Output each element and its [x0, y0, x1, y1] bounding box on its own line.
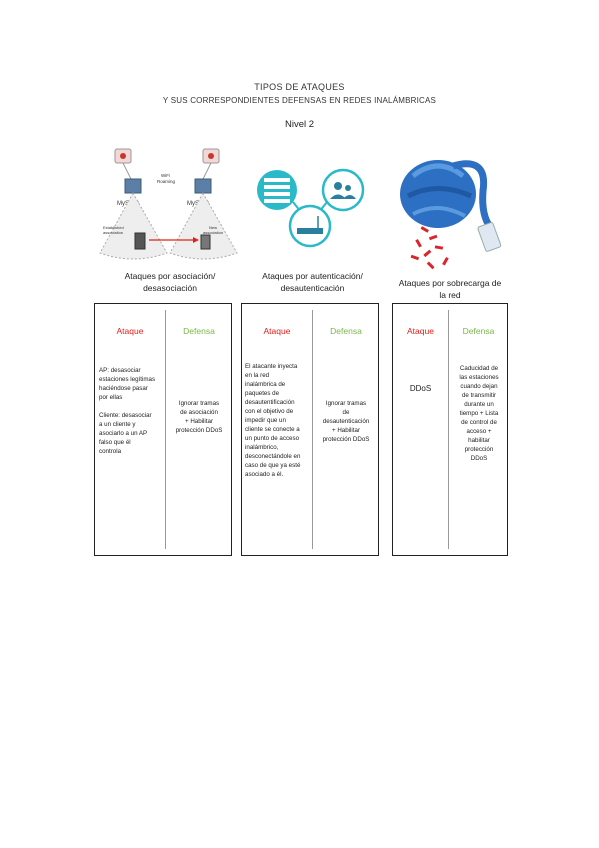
caption-authentication-line2: desautenticación [280, 283, 345, 293]
attack-line: haciéndose pasar [99, 385, 148, 392]
roaming-label-2: Roaming [157, 179, 176, 184]
caption-overload-line2: la red [439, 290, 461, 300]
ethernet-cable-icon [400, 160, 502, 252]
defense-line: de asociación [180, 409, 218, 416]
defense-text: Caducidad de las estaciones cuando dejan… [450, 364, 508, 463]
defense-text: Ignorar tramas de asociación + Habilitar… [167, 399, 231, 435]
attack-spacer [99, 402, 163, 411]
ddos-illustration [400, 160, 502, 270]
defense-line: DDoS [470, 455, 488, 462]
defense-line: protección DDoS [175, 427, 223, 434]
defense-line: acceso + [466, 428, 492, 435]
attack-text: AP: desasociar estaciones legítimas haci… [99, 366, 163, 456]
attack-line: Cliente: desasociar [99, 412, 152, 419]
page-subtitle: Y SUS CORRESPONDIENTES DEFENSAS EN REDES… [162, 96, 437, 105]
card-authentication: Ataque Defensa El atacante inyecta en la… [241, 303, 379, 556]
caption-overload-line1: Ataques por sobrecarga de [398, 278, 502, 288]
new-label-1: New [209, 225, 217, 230]
laptop-icon [200, 234, 211, 250]
defense-line: + Habilitar [331, 427, 361, 434]
attack-line: a un cliente y [99, 421, 136, 428]
attack-line: con el objetivo de [245, 408, 294, 415]
attack-text: DDoS [393, 384, 448, 393]
defense-line: cuando dejan [460, 383, 498, 390]
attack-header: Ataque [263, 326, 291, 336]
defense-line: de transmitir [461, 392, 497, 399]
attack-line: paquetes de [245, 390, 280, 397]
defense-text: Ignorar tramas de desautenticación + Hab… [314, 399, 378, 444]
laptop-icon [134, 232, 146, 250]
defense-line: Caducidad de [459, 365, 499, 372]
router-icon [114, 148, 132, 164]
page-title: TIPOS DE ATAQUES [254, 82, 345, 92]
attack-line: asociado a él. [245, 471, 284, 478]
caption-association-line2: desasociación [143, 283, 197, 293]
attack-header: Ataque [116, 326, 144, 336]
established-label-1: Established [103, 225, 124, 230]
users-icon [321, 168, 365, 212]
attack-header: Ataque [407, 326, 434, 336]
caption-association-line1: Ataques por asociación/ [124, 271, 216, 281]
established-label-2: association [103, 230, 123, 235]
defense-line: Ignorar tramas [325, 400, 367, 407]
defense-line: protección DDoS [322, 436, 370, 443]
attack-line: impedir que un [245, 417, 286, 424]
defense-line: Ignorar tramas [178, 400, 220, 407]
attack-line: DDoS [409, 384, 432, 393]
defense-line: habilitar [468, 437, 490, 444]
new-label-2: association [203, 230, 223, 235]
attack-line: desautentificación [245, 399, 295, 406]
attack-line: por ellas [99, 394, 123, 401]
defense-line: de control de [461, 419, 497, 426]
attack-line: en la red [245, 372, 270, 379]
attack-line: estaciones legítimas [99, 376, 156, 383]
defense-line: protección [464, 446, 494, 453]
defense-line: tiempo + Lista [459, 410, 499, 417]
defense-line: durante un [464, 401, 494, 408]
defense-header: Defensa [330, 326, 362, 336]
defense-line: desautenticación [322, 418, 370, 425]
packet-icon [410, 226, 449, 270]
defense-header: Defensa [462, 326, 495, 336]
defense-line: + Habilitar [184, 418, 214, 425]
caption-association: Ataques por asociación/ desasociación [95, 270, 245, 294]
wifi-router-icon [288, 204, 332, 248]
wifi-roaming-diagram: MySSID MySSID WiFi Roaming Established a… [99, 148, 238, 260]
card-overload: Ataque Defensa DDoS Caducidad de las est… [392, 303, 508, 556]
router-icon [202, 148, 220, 164]
attack-line: caso de que ya esté [245, 462, 301, 469]
defense-header: Defensa [183, 326, 215, 336]
level-label: Nivel 2 [284, 119, 315, 130]
caption-authentication: Ataques por autenticación/ desautenticac… [245, 270, 380, 294]
attack-line: inalámbrica de [245, 381, 286, 388]
access-point-icon [124, 178, 142, 194]
defense-line: las estaciones [459, 374, 499, 381]
caption-overload: Ataques por sobrecarga de la red [390, 277, 510, 301]
attack-line: controla [99, 448, 122, 455]
defense-line: de [342, 409, 350, 416]
caption-authentication-line1: Ataques por autenticación/ [262, 271, 363, 281]
server-list-icon [257, 170, 297, 210]
attack-line: inalámbrico, [245, 444, 279, 451]
attack-line: desconectándole en [245, 453, 301, 460]
roaming-label-1: WiFi [161, 173, 170, 178]
attack-line: asociarlo a un AP [99, 430, 148, 437]
attack-text: El atacante inyecta en la red inalámbric… [245, 362, 312, 479]
attack-line: El atacante inyecta [245, 363, 298, 370]
auth-network-diagram [257, 168, 365, 248]
attack-line: cliente se conecte a [245, 426, 300, 433]
card-association: Ataque Defensa AP: desasociar estaciones… [94, 303, 232, 556]
attack-line: un punto de acceso [245, 435, 300, 442]
attack-line: AP: desasociar [99, 367, 141, 374]
access-point-icon [194, 178, 212, 194]
attack-line: falso que él [99, 439, 131, 446]
